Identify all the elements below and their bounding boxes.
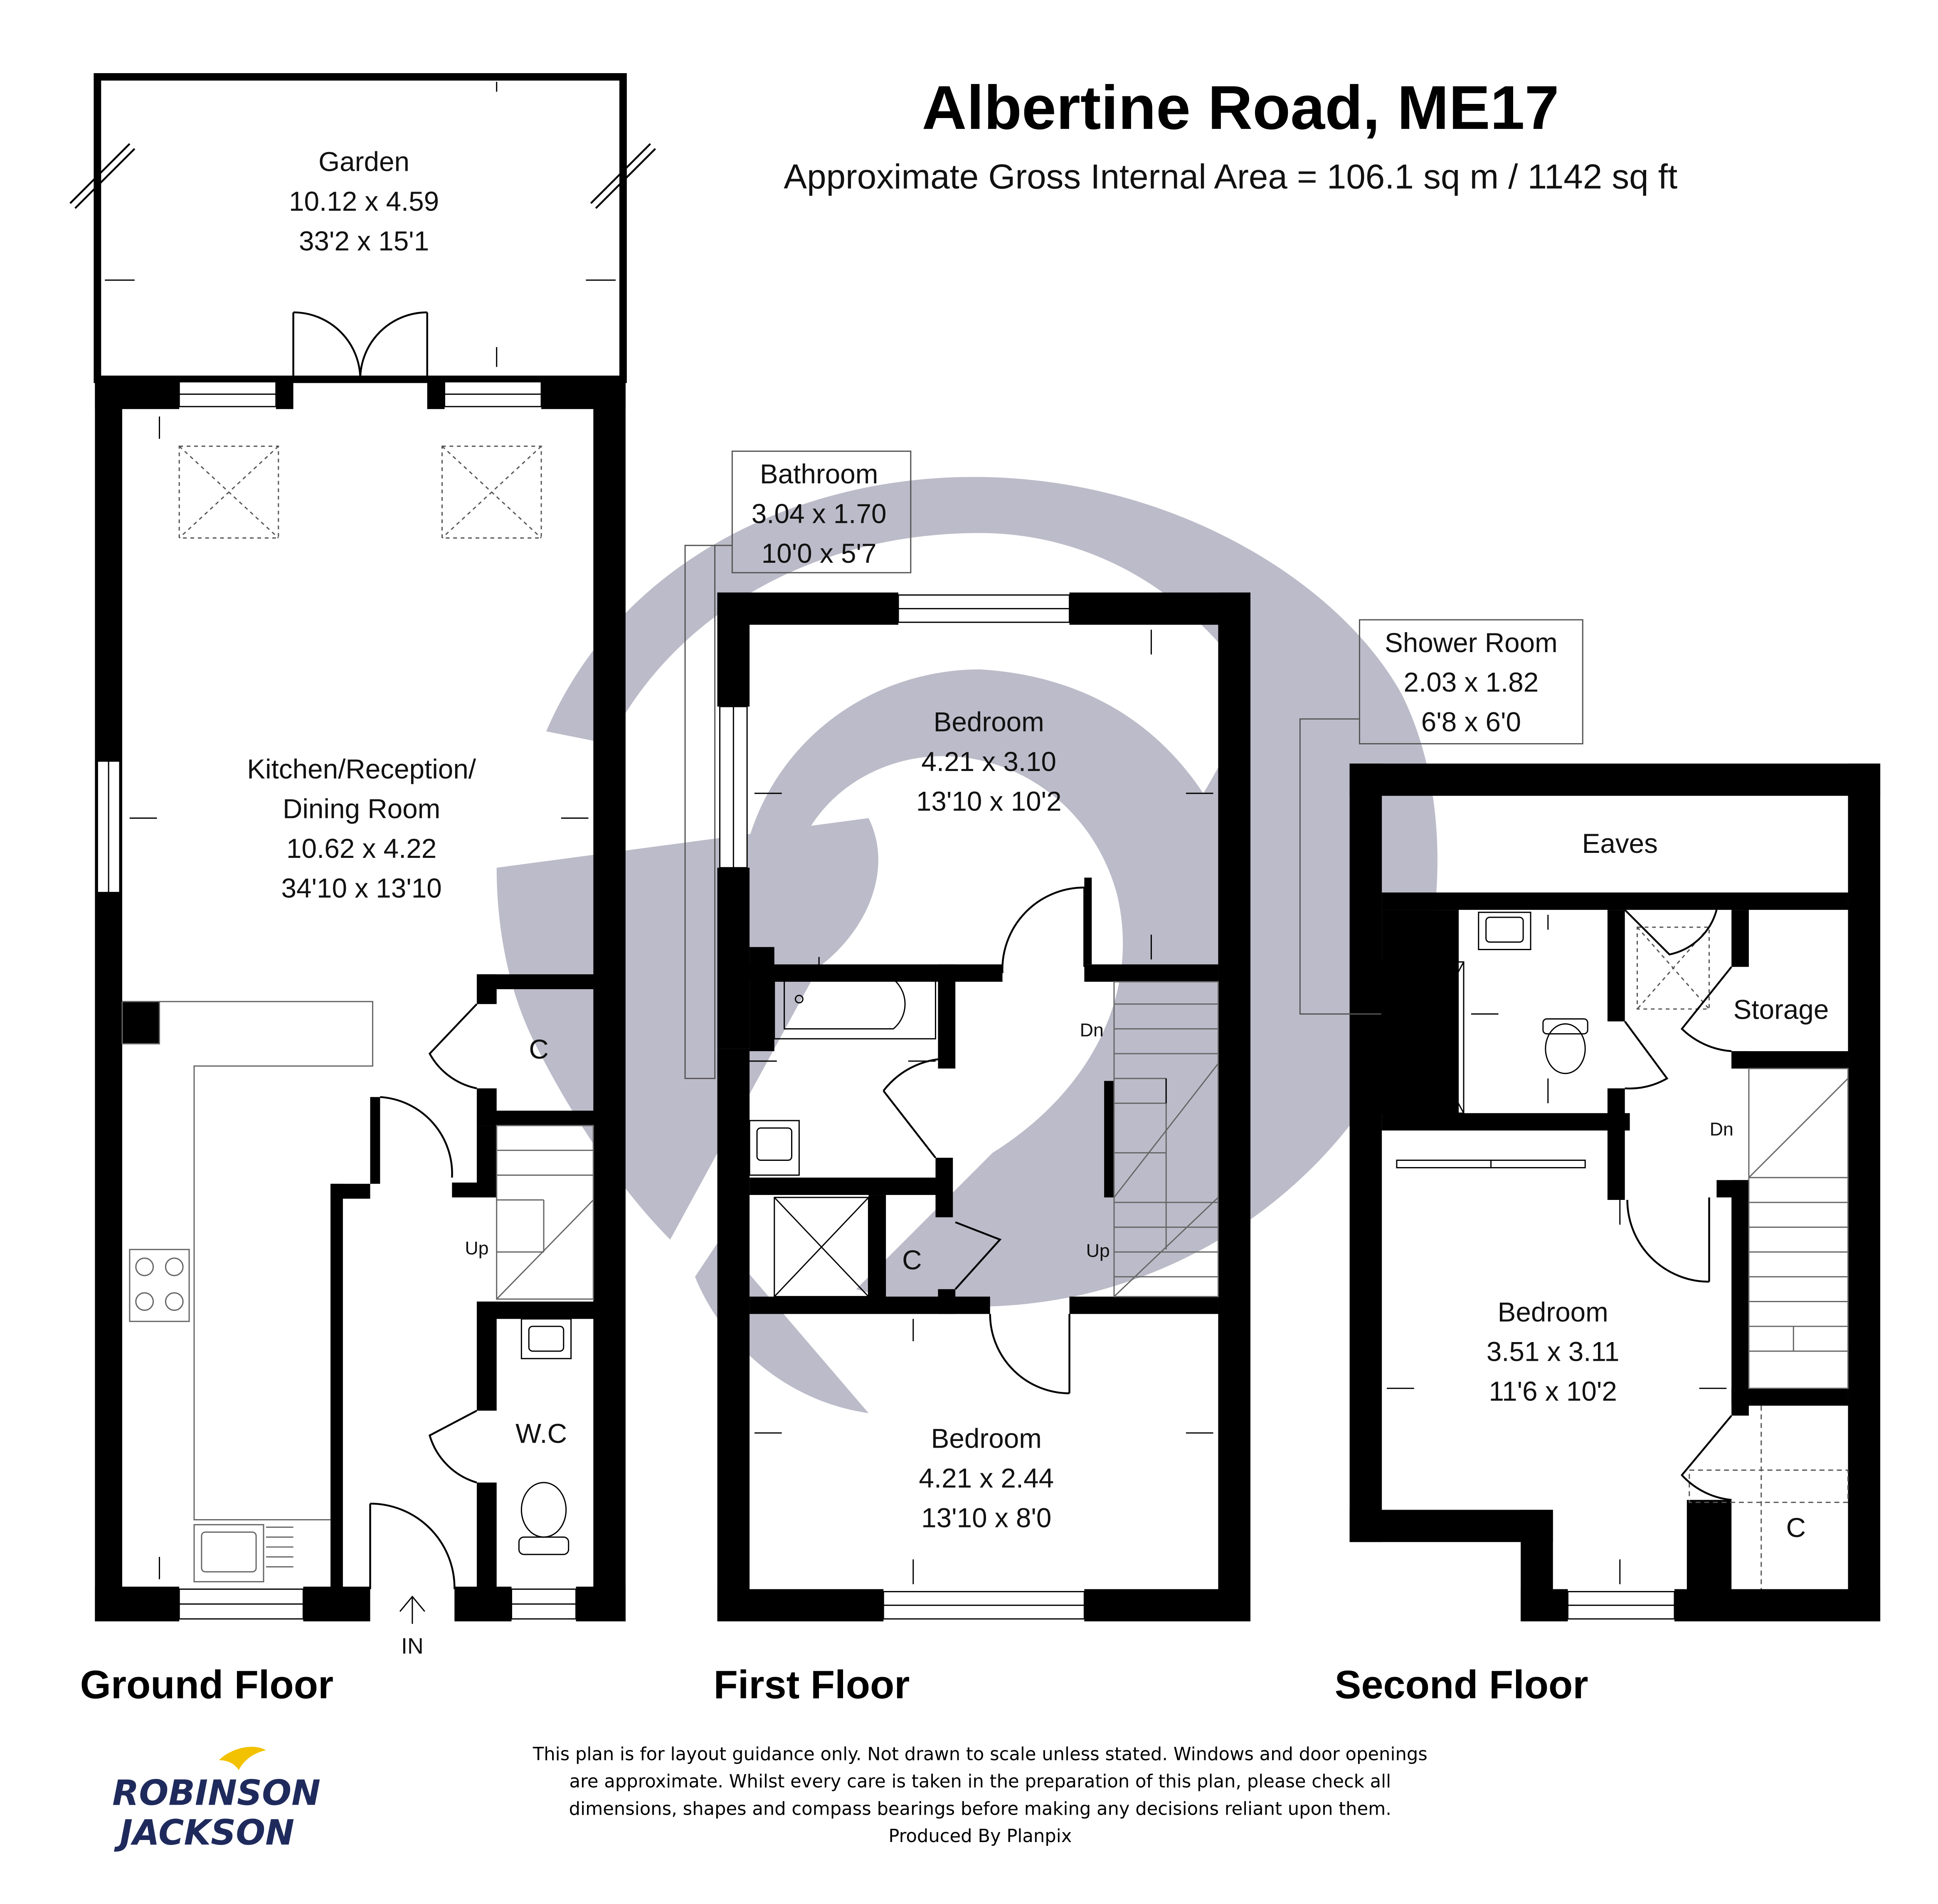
disclaimer-line-2: are approximate. Whilst every care is ta… bbox=[570, 1771, 1391, 1792]
bathroom-outline bbox=[684, 451, 912, 1079]
second-floor: Shower Room 2.03 x 1.82 6'8 x 6'0 Eaves … bbox=[1299, 619, 1881, 1707]
shower-room-imperial: 6'8 x 6'0 bbox=[1421, 707, 1521, 737]
garden-gate-right bbox=[590, 143, 651, 204]
garden-name: Garden bbox=[318, 147, 409, 177]
garden-gate-right-2 bbox=[595, 148, 656, 209]
wc-label: W.C bbox=[515, 1419, 567, 1449]
ground-windows bbox=[96, 381, 577, 1620]
shower-room-callout bbox=[1299, 619, 1583, 1015]
second-windows bbox=[1396, 1160, 1675, 1620]
ground-stairs bbox=[496, 1125, 594, 1300]
ground-floor-label: Ground Floor bbox=[80, 1663, 334, 1707]
first-windows bbox=[719, 594, 1085, 1620]
first-bedroom-rear-name: Bedroom bbox=[931, 1423, 1042, 1453]
second-floor-label: Second Floor bbox=[1335, 1663, 1588, 1707]
second-bedroom-name: Bedroom bbox=[1498, 1297, 1608, 1327]
first-bedroom-rear-imperial: 13'10 x 8'0 bbox=[921, 1503, 1051, 1533]
disclaimer-line-1: This plan is for layout guidance only. N… bbox=[533, 1744, 1428, 1765]
second-stairs bbox=[1748, 1068, 1849, 1389]
skylights bbox=[178, 446, 542, 539]
shower-room-name: Shower Room bbox=[1385, 628, 1558, 658]
gross-area: Approximate Gross Internal Area = 106.1 … bbox=[784, 157, 1677, 196]
second-walls bbox=[1349, 764, 1881, 1622]
first-stairs-up-label: Up bbox=[1086, 1241, 1110, 1261]
second-doors bbox=[1624, 909, 1732, 1501]
robinson-jackson-logo: ROBINSON JACKSON bbox=[112, 1746, 321, 1853]
bathroom-imperial: 10'0 x 5'7 bbox=[762, 538, 877, 569]
first-cupboard-label: C bbox=[902, 1245, 922, 1275]
ground-cupboard-label: C bbox=[529, 1034, 548, 1064]
first-dim-arrows bbox=[750, 630, 1213, 1584]
second-cupboard-label: C bbox=[1786, 1512, 1806, 1543]
wc-fixtures bbox=[518, 1318, 572, 1555]
bathroom-metric: 3.04 x 1.70 bbox=[752, 499, 887, 529]
first-floor: C Bathroom 3.04 x 1.70 10'0 x 5'7 Bedroo… bbox=[684, 451, 1251, 1707]
first-doors bbox=[883, 887, 1085, 1394]
ground-dim-arrows bbox=[105, 81, 616, 1624]
kitchen-name-line2: Dining Room bbox=[283, 793, 440, 824]
logo-line-2: JACKSON bbox=[114, 1812, 294, 1853]
second-cupboard-outline bbox=[1689, 1406, 1849, 1589]
kitchen-imperial: 34'10 x 13'10 bbox=[281, 873, 441, 903]
first-floor-label: First Floor bbox=[714, 1663, 910, 1707]
logo-line-1: ROBINSON bbox=[112, 1772, 321, 1813]
garden-gate-left-2 bbox=[74, 148, 136, 209]
kitchen-metric: 10.62 x 4.22 bbox=[286, 833, 436, 864]
storage-label: Storage bbox=[1733, 995, 1829, 1025]
page-title: Albertine Road, ME17 bbox=[922, 73, 1559, 142]
garden-gate-left bbox=[69, 143, 131, 204]
french-doors bbox=[292, 311, 428, 379]
garden-imperial: 33'2 x 15'1 bbox=[299, 226, 429, 256]
garden-metric: 10.12 x 4.59 bbox=[289, 186, 439, 217]
entrance-label: IN bbox=[401, 1634, 424, 1659]
kitchen-counter bbox=[121, 1001, 373, 1583]
first-stairs bbox=[1113, 981, 1219, 1298]
disclaimer-line-4: Produced By Planpix bbox=[888, 1826, 1072, 1847]
ground-stairs-up-label: Up bbox=[465, 1238, 488, 1259]
second-dim-arrows bbox=[1387, 915, 1727, 1584]
shower-room-metric: 2.03 x 1.82 bbox=[1404, 667, 1539, 697]
kitchen-name-line1: Kitchen/Reception/ bbox=[247, 754, 476, 784]
second-stairs-dn-label: Dn bbox=[1710, 1119, 1733, 1140]
bath-fixture bbox=[774, 966, 936, 1039]
first-bedroom-front-imperial: 13'10 x 10'2 bbox=[916, 786, 1062, 817]
second-bedroom-imperial: 11'6 x 10'2 bbox=[1489, 1376, 1617, 1406]
first-stairs-dn-label: Dn bbox=[1080, 1020, 1104, 1040]
first-bedroom-front-name: Bedroom bbox=[934, 707, 1044, 737]
ground-doors bbox=[369, 1003, 478, 1589]
shower-room-fixtures bbox=[1381, 911, 1588, 1114]
disclaimer: This plan is for layout guidance only. N… bbox=[533, 1744, 1428, 1847]
ground-walls bbox=[95, 379, 626, 1622]
logo-bird-icon bbox=[219, 1746, 266, 1770]
first-bedroom-rear-metric: 4.21 x 2.44 bbox=[919, 1463, 1054, 1493]
first-bedroom-front-metric: 4.21 x 3.10 bbox=[921, 746, 1056, 777]
second-bedroom-metric: 3.51 x 3.11 bbox=[1487, 1337, 1620, 1367]
first-bathroom-fixtures bbox=[749, 1120, 869, 1298]
eaves-label: Eaves bbox=[1582, 828, 1658, 859]
ground-floor: Garden 10.12 x 4.59 33'2 x 15'1 Kitchen/… bbox=[69, 73, 656, 1707]
bathroom-name: Bathroom bbox=[760, 459, 878, 489]
disclaimer-line-3: dimensions, shapes and compass bearings … bbox=[569, 1798, 1391, 1819]
